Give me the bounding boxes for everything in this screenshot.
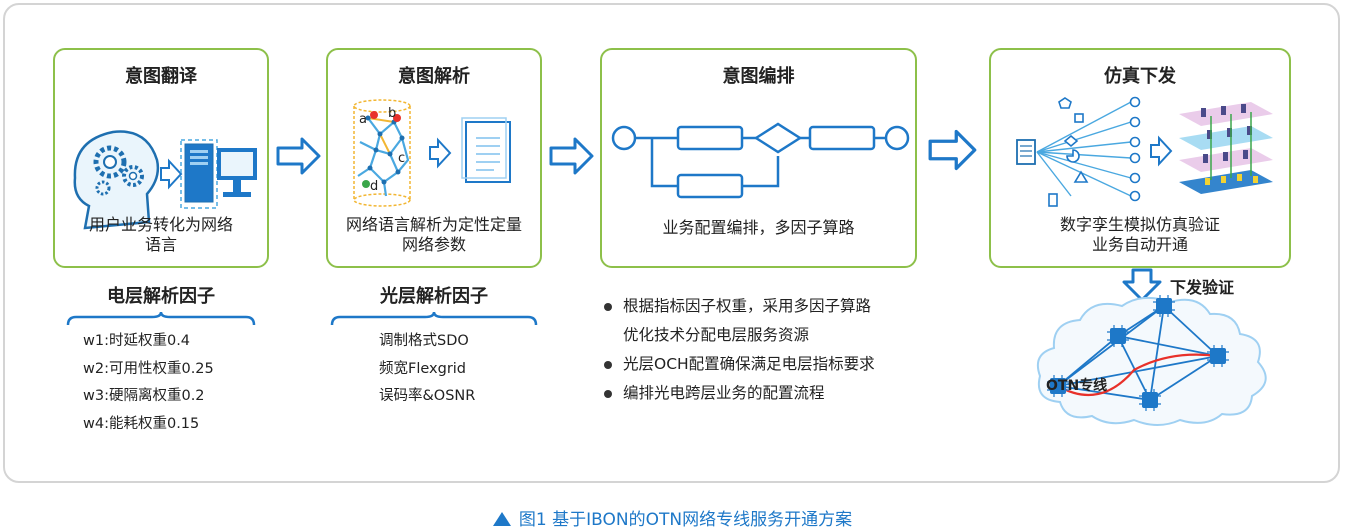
stage-title: 意图翻译 [125, 66, 197, 87]
stage-intent-parsing: 意图解析 a b c d [326, 48, 542, 268]
network-graph-illustration: a b c d [353, 99, 511, 207]
triangle-icon [492, 512, 511, 526]
otn-cloud-network-illustration: OTN专线 [1036, 295, 1267, 426]
bullet-item: 编排光电跨层业务的配置流程 [603, 379, 875, 408]
decision-node-icon [753, 122, 803, 154]
gear-icon [122, 165, 144, 187]
flowchart-illustration [611, 122, 910, 199]
start-node-icon [611, 125, 637, 151]
factor-item: w4:能耗权重0.15 [83, 415, 200, 432]
desc-line: 业务配置编排，多因子算路 [662, 218, 855, 237]
stage-desc: 数字孪生模拟仿真验证 业务自动开通 [991, 215, 1289, 255]
bullet-text: 光层OCH配置确保满足电层指标要求 [623, 355, 875, 373]
factor-item: 误码率&OSNR [379, 388, 476, 404]
bullet-text: 根据指标因子权重，采用多因子算路 [623, 297, 872, 315]
orchestration-points: 根据指标因子权重，采用多因子算路 优化技术分配电层服务资源 光层OCH配置确保满… [603, 292, 875, 408]
gear-icon [93, 145, 127, 179]
electric-factors-title: 电层解析因子 [107, 286, 215, 307]
head-computer-illustration [73, 130, 257, 230]
bullet-dot-icon [604, 390, 612, 398]
stage-intent-orchestration: 意图编排 业务配置编排，多因子算路 [600, 48, 917, 268]
otn-path-line [1057, 353, 1219, 397]
process-node-icon [676, 173, 744, 199]
bullet-text: 编排光电跨层业务的配置流程 [623, 384, 825, 402]
bullet-item: 光层OCH配置确保满足电层指标要求 [603, 350, 875, 379]
desc-line: 数字孪生模拟仿真验证 [1059, 215, 1220, 234]
factor-item: w1:时延权重0.4 [83, 333, 191, 349]
node-label-d: d [370, 179, 378, 194]
bullet-item: 根据指标因子权重，采用多因子算路 [603, 292, 875, 321]
bullet-dot-icon [604, 303, 612, 311]
brace-icon [330, 312, 538, 326]
electric-factors-list: w1:时延权重0.4 w2:可用性权重0.25 w3:硬隔离权重0.2 w4:能… [83, 328, 214, 438]
process-node-icon [808, 125, 876, 151]
arrow-icon [160, 158, 183, 190]
document-icon [465, 121, 511, 183]
bullet-item-continuation: 优化技术分配电层服务资源 [603, 321, 875, 350]
factor-item: w3:硬隔离权重0.2 [83, 388, 205, 404]
brace-icon [66, 312, 256, 326]
node-label-b: b [388, 106, 396, 121]
stage-title: 仿真下发 [1104, 66, 1176, 87]
arrow-icon [429, 137, 452, 169]
verify-label: 下发验证 [1170, 278, 1235, 297]
stage-title: 意图解析 [398, 66, 470, 87]
down-arrow-icon [1122, 268, 1162, 302]
desc-line: 网络语言解析为定性定量 [345, 215, 522, 234]
figure-caption: 图1 基于IBON的OTN网络专线服务开通方案 [0, 505, 1345, 530]
factor-item: w2:可用性权重0.25 [83, 360, 214, 377]
desc-line: 网络参数 [401, 235, 466, 254]
network-layer-stack-icon [1179, 102, 1273, 194]
process-node-icon [676, 125, 744, 151]
flow-arrow-icon [276, 137, 321, 175]
end-node-icon [884, 125, 910, 151]
optical-factors-list: 调制格式SDO 频宽Flexgrid 误码率&OSNR [379, 328, 475, 411]
stage-desc: 业务配置编排，多因子算路 [602, 218, 915, 238]
node-label-c: c [398, 151, 405, 166]
stage-title: 意图编排 [722, 66, 795, 87]
bullet-text: 优化技术分配电层服务资源 [623, 326, 810, 344]
flow-arrow-icon [928, 129, 977, 171]
digital-twin-illustration [1016, 96, 1273, 207]
otn-label: OTN专线 [1046, 377, 1107, 394]
stage-simulation-deploy: 仿真下发 [989, 48, 1291, 268]
desc-line: 业务自动开通 [1091, 235, 1188, 254]
node-label-a: a [359, 112, 367, 127]
document-icon [1016, 139, 1036, 165]
desc-line: 用户业务转化为网络 [88, 215, 233, 234]
stage-intent-translation: 意图翻译 用户业务转化为网络 语言 [53, 48, 269, 268]
optical-factors-title: 光层解析因子 [380, 286, 488, 307]
stage-desc: 用户业务转化为网络 语言 [55, 215, 267, 255]
factor-item: 频宽Flexgrid [379, 360, 467, 377]
caption-text: 图1 基于IBON的OTN网络专线服务开通方案 [518, 510, 853, 530]
arrow-icon [1150, 135, 1173, 167]
bullet-dot-icon [604, 361, 612, 369]
stage-desc: 网络语言解析为定性定量 网络参数 [328, 215, 540, 255]
factor-item: 调制格式SDO [379, 333, 469, 349]
head-icon [73, 130, 160, 230]
desc-line: 语言 [144, 235, 177, 254]
flow-arrow-icon [549, 137, 594, 175]
computer-tower-icon [184, 143, 214, 203]
